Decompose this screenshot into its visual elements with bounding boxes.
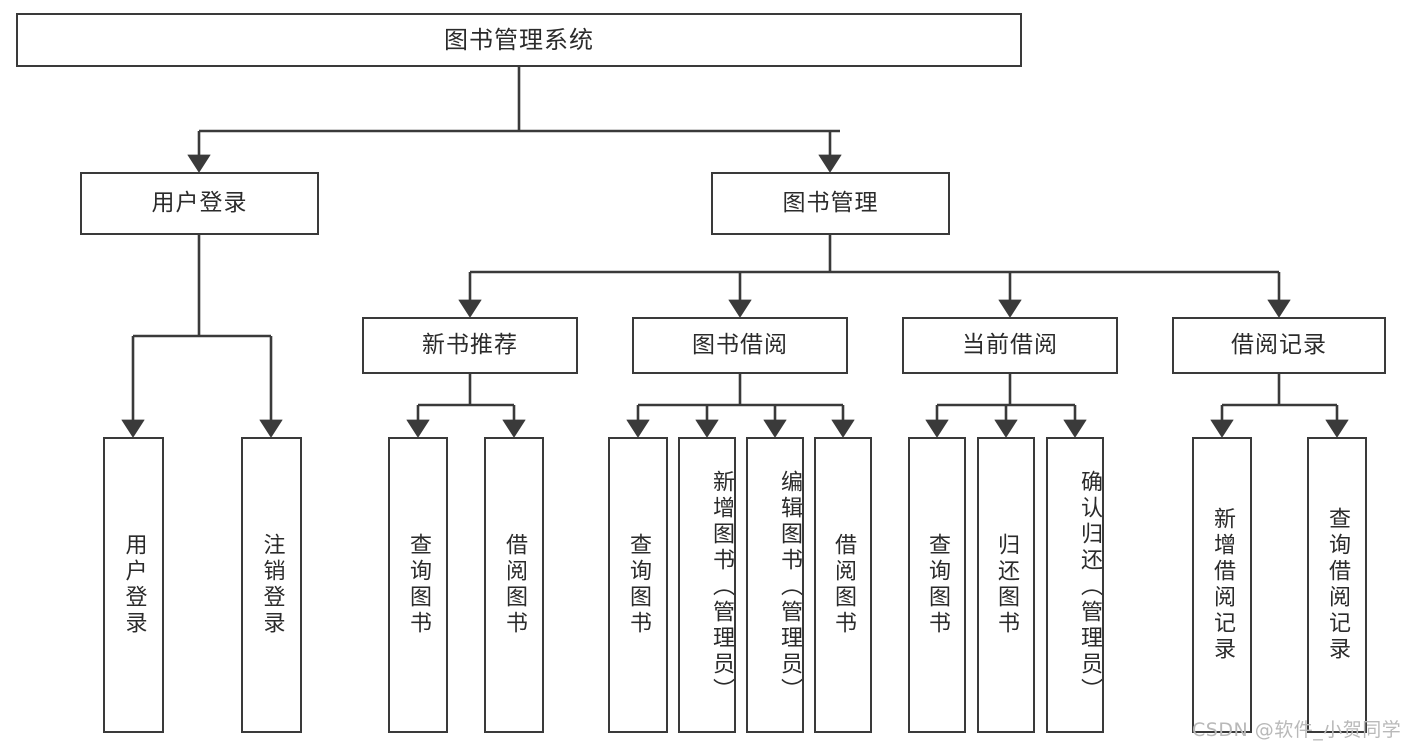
node-user-login[interactable]: 用户登录 (80, 172, 319, 235)
leaf-query-book-2[interactable]: 查询图书 (608, 437, 668, 733)
leaf-query-book-2-label: 查询图书 (625, 533, 651, 637)
node-new-book-recommend[interactable]: 新书推荐 (362, 317, 578, 374)
node-root[interactable]: 图书管理系统 (16, 13, 1022, 67)
leaf-borrow-book-1[interactable]: 借阅图书 (484, 437, 544, 733)
leaf-user-login[interactable]: 用户登录 (103, 437, 164, 733)
leaf-borrow-book-2-label: 借阅图书 (830, 533, 856, 637)
node-book-borrow[interactable]: 图书借阅 (632, 317, 848, 374)
node-current-borrow-label: 当前借阅 (962, 331, 1058, 358)
leaf-query-record-label: 查询借阅记录 (1324, 507, 1350, 663)
leaf-user-logout-label: 注销登录 (259, 533, 285, 637)
node-book-manage-label: 图书管理 (782, 189, 879, 216)
leaf-user-login-label: 用户登录 (121, 533, 147, 637)
node-root-label: 图书管理系统 (444, 25, 594, 54)
node-current-borrow[interactable]: 当前借阅 (902, 317, 1118, 374)
leaf-return-book-label: 归还图书 (993, 533, 1019, 637)
leaf-edit-book-label: 编辑图书（管理员） (777, 470, 802, 704)
node-book-manage[interactable]: 图书管理 (711, 172, 950, 235)
leaf-edit-book[interactable]: 编辑图书（管理员） (746, 437, 804, 733)
leaf-query-book-1-label: 查询图书 (405, 533, 431, 637)
leaf-add-record-label: 新增借阅记录 (1209, 507, 1235, 663)
leaf-return-book[interactable]: 归还图书 (977, 437, 1035, 733)
node-borrow-record-label: 借阅记录 (1231, 331, 1327, 358)
leaf-query-book-1[interactable]: 查询图书 (388, 437, 448, 733)
leaf-add-book-label: 新增图书（管理员） (709, 470, 734, 704)
node-new-book-recommend-label: 新书推荐 (422, 331, 518, 358)
node-borrow-record[interactable]: 借阅记录 (1172, 317, 1386, 374)
leaf-add-book[interactable]: 新增图书（管理员） (678, 437, 736, 733)
leaf-confirm-return[interactable]: 确认归还（管理员） (1046, 437, 1104, 733)
node-book-borrow-label: 图书借阅 (692, 331, 788, 358)
watermark-text: CSDN @软件_小贺同学 (1192, 719, 1402, 741)
leaf-borrow-book-2[interactable]: 借阅图书 (814, 437, 872, 733)
leaf-query-book-3[interactable]: 查询图书 (908, 437, 966, 733)
node-user-login-label: 用户登录 (151, 189, 248, 216)
leaf-confirm-return-label: 确认归还（管理员） (1077, 470, 1102, 704)
leaf-query-book-3-label: 查询图书 (924, 533, 950, 637)
leaf-user-logout[interactable]: 注销登录 (241, 437, 302, 733)
leaf-query-record[interactable]: 查询借阅记录 (1307, 437, 1367, 733)
leaf-borrow-book-1-label: 借阅图书 (501, 533, 527, 637)
leaf-add-record[interactable]: 新增借阅记录 (1192, 437, 1252, 733)
